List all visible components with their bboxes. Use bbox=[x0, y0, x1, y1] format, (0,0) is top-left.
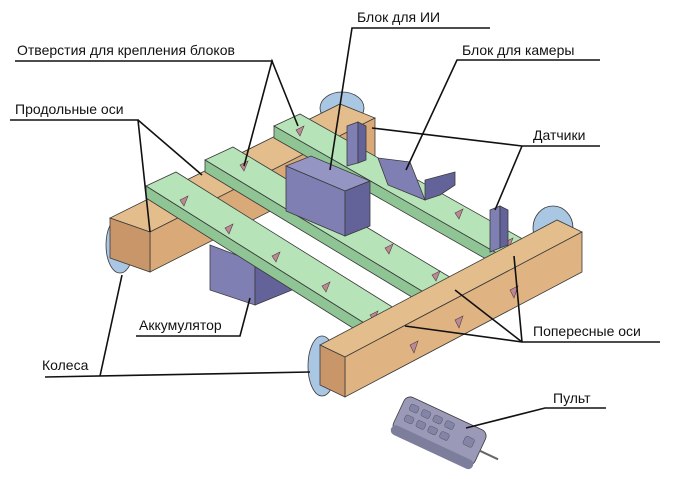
longitudinal-beam-front bbox=[319, 219, 583, 398]
sensor-2 bbox=[489, 205, 509, 253]
remote-control bbox=[390, 396, 499, 470]
sensor-1 bbox=[346, 121, 367, 167]
label-transverse-axes: Попересные оси bbox=[533, 323, 641, 339]
mount-holes bbox=[179, 125, 514, 322]
label-sensors: Датчики bbox=[533, 127, 585, 143]
label-longitudinal-axes: Продольные оси bbox=[15, 101, 124, 117]
label-mount-holes: Отверстия для крепления блоков bbox=[17, 42, 235, 58]
label-ai-block: Блок для ИИ bbox=[357, 9, 440, 25]
label-battery: Аккумулятор bbox=[139, 317, 222, 333]
leader-lines bbox=[10, 27, 660, 429]
label-remote: Пульт bbox=[553, 390, 591, 406]
camera-block bbox=[377, 157, 456, 201]
label-wheels: Колеса bbox=[42, 357, 89, 373]
label-camera-block: Блок для камеры bbox=[462, 42, 574, 58]
ai-block bbox=[284, 155, 372, 237]
